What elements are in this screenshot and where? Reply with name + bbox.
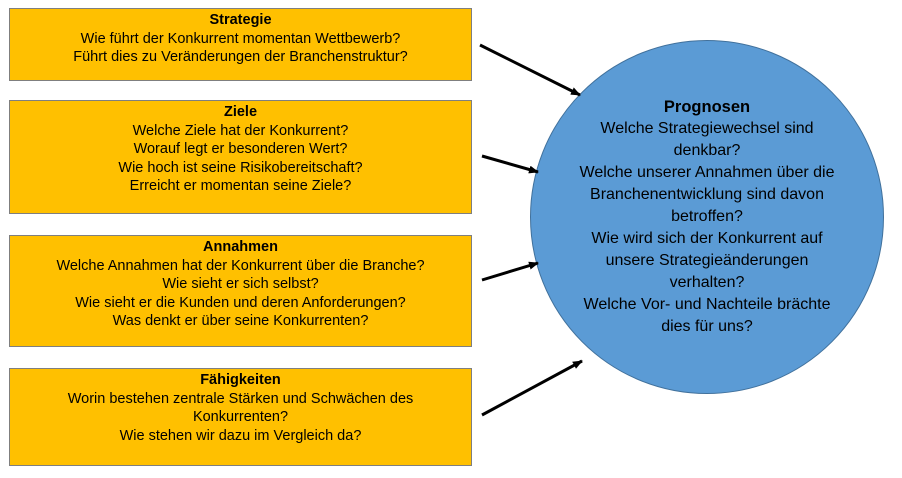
arrow-annahmen [481, 261, 539, 282]
ziele-box: Ziele Welche Ziele hat der Konkurrent? W… [9, 100, 472, 214]
arrow-ziele [481, 154, 539, 174]
ziele-line: Wie hoch ist seine Risikobereitschaft? [118, 159, 363, 176]
prognosen-circle [530, 40, 884, 394]
ziele-line: Worauf legt er besonderen Wert? [133, 141, 348, 157]
prognosen-text: Prognosen Welche Strategiewechsel sind d… [530, 96, 884, 338]
prognosen-line: denkbar? [673, 142, 741, 159]
faehigkeiten-title: Fähigkeiten [200, 372, 281, 388]
prognosen-title: Prognosen [663, 98, 751, 116]
strategie-title: Strategie [209, 12, 272, 28]
annahmen-line: Welche Annahmen hat der Konkurrent über … [56, 257, 425, 274]
faehigkeiten-line: Worin bestehen zentrale Stärken und Schw… [67, 390, 414, 407]
strategie-line: Führt dies zu Veränderungen der Branchen… [73, 49, 408, 65]
annahmen-line: Wie sieht er sich selbst? [162, 276, 319, 292]
arrow-strategie [479, 43, 581, 97]
prognosen-line: Welche Vor- und Nachteile brächte [583, 296, 831, 313]
ziele-line: Welche Ziele hat der Konkurrent? [132, 122, 349, 139]
prognosen-line: dies für uns? [661, 318, 753, 335]
prognosen-line: Branchenentwicklung sind davon [590, 186, 824, 203]
faehigkeiten-line: Konkurrenten? [192, 409, 289, 425]
ziele-line: Erreicht er momentan seine Ziele? [129, 178, 352, 194]
ziele-title: Ziele [223, 104, 258, 120]
prognosen-line: Welche Strategiewechsel sind [600, 120, 814, 137]
strategie-line: Wie führt der Konkurrent momentan Wettbe… [80, 30, 401, 47]
annahmen-line: Wie sieht er die Kunden und deren Anford… [75, 294, 406, 311]
strategie-box: Strategie Wie führt der Konkurrent momen… [9, 8, 472, 81]
annahmen-box: Annahmen Welche Annahmen hat der Konkurr… [9, 235, 472, 347]
faehigkeiten-box: Fähigkeiten Worin bestehen zentrale Stär… [9, 368, 472, 466]
prognosen-line: unsere Strategieänderungen [605, 252, 809, 269]
prognosen-line: betroffen? [671, 208, 743, 225]
arrow-faehigkeiten [481, 359, 583, 417]
annahmen-line: Was denkt er über seine Konkurrenten? [112, 313, 369, 329]
prognosen-line: Welche unserer Annahmen über die [579, 164, 835, 181]
faehigkeiten-line: Wie stehen wir dazu im Vergleich da? [119, 427, 362, 444]
prognosen-line: verhalten? [669, 274, 745, 291]
annahmen-title: Annahmen [203, 239, 278, 255]
prognosen-line: Wie wird sich der Konkurrent auf [591, 230, 823, 247]
